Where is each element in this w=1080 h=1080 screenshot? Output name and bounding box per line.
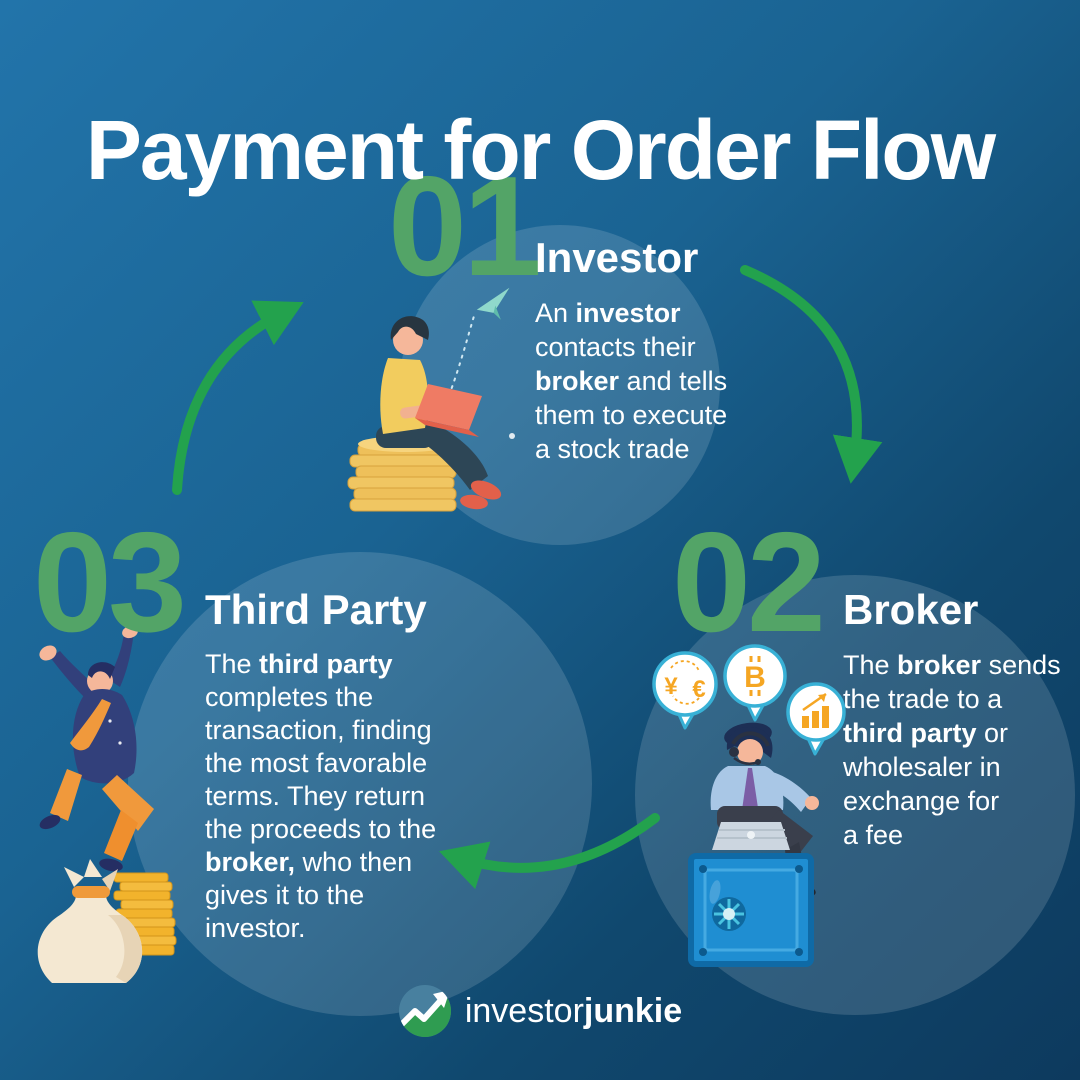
sparkle-dot: [509, 433, 515, 439]
paper-plane-icon: [476, 287, 510, 320]
svg-text:¥: ¥: [664, 673, 678, 700]
brand-name-regular: investor: [464, 991, 584, 1030]
brand-footer: investorjunkie: [0, 984, 1080, 1038]
jumping-person: [39, 625, 154, 872]
bitcoin-icon: B: [723, 644, 787, 722]
step3-paragraph: The third party completes the transactio…: [205, 649, 437, 943]
brand-name: investorjunkie: [465, 992, 682, 1031]
svg-text:€: €: [692, 676, 705, 703]
step2-text-block: Broker The broker sends the trade to a t…: [843, 586, 1061, 852]
step1-paragraph: An investor contacts their broker and te…: [535, 298, 728, 464]
svg-text:B: B: [744, 661, 766, 694]
step2-paragraph: The broker sends the trade to a third pa…: [843, 650, 1061, 850]
step3-heading: Third Party: [205, 586, 427, 633]
safe: [688, 853, 814, 967]
brand-name-bold: junkie: [583, 991, 683, 1030]
investor-illustration: [347, 287, 510, 512]
third-party-illustration: [37, 625, 177, 983]
step1-number: 01: [388, 147, 542, 306]
step3-text-block: Third Party The third party completes th…: [205, 586, 436, 945]
coin-stack-tall: [113, 872, 177, 956]
background-circle-step3: [128, 552, 592, 1016]
step2-heading: Broker: [843, 586, 979, 633]
bar-chart-icon: [786, 682, 846, 756]
step3-number: 03: [33, 503, 187, 662]
trend-arrow-icon: [398, 985, 451, 1037]
laptop: [415, 384, 482, 430]
page-title: Payment for Order Flow: [85, 103, 996, 198]
broker-person: [710, 722, 819, 900]
investor-person: [376, 316, 502, 510]
arrow-step1-to-step2-icon: [740, 265, 883, 484]
step2-number: 02: [672, 503, 826, 662]
arrow-step3-to-step1-icon: [172, 300, 304, 495]
broker-illustration: ¥ € B: [652, 644, 846, 967]
step1-text-block: Investor An investor contacts their brok…: [535, 234, 727, 466]
step1-heading: Investor: [535, 234, 699, 281]
currency-exchange-icon: ¥ €: [652, 651, 718, 730]
money-bag: [37, 859, 177, 983]
